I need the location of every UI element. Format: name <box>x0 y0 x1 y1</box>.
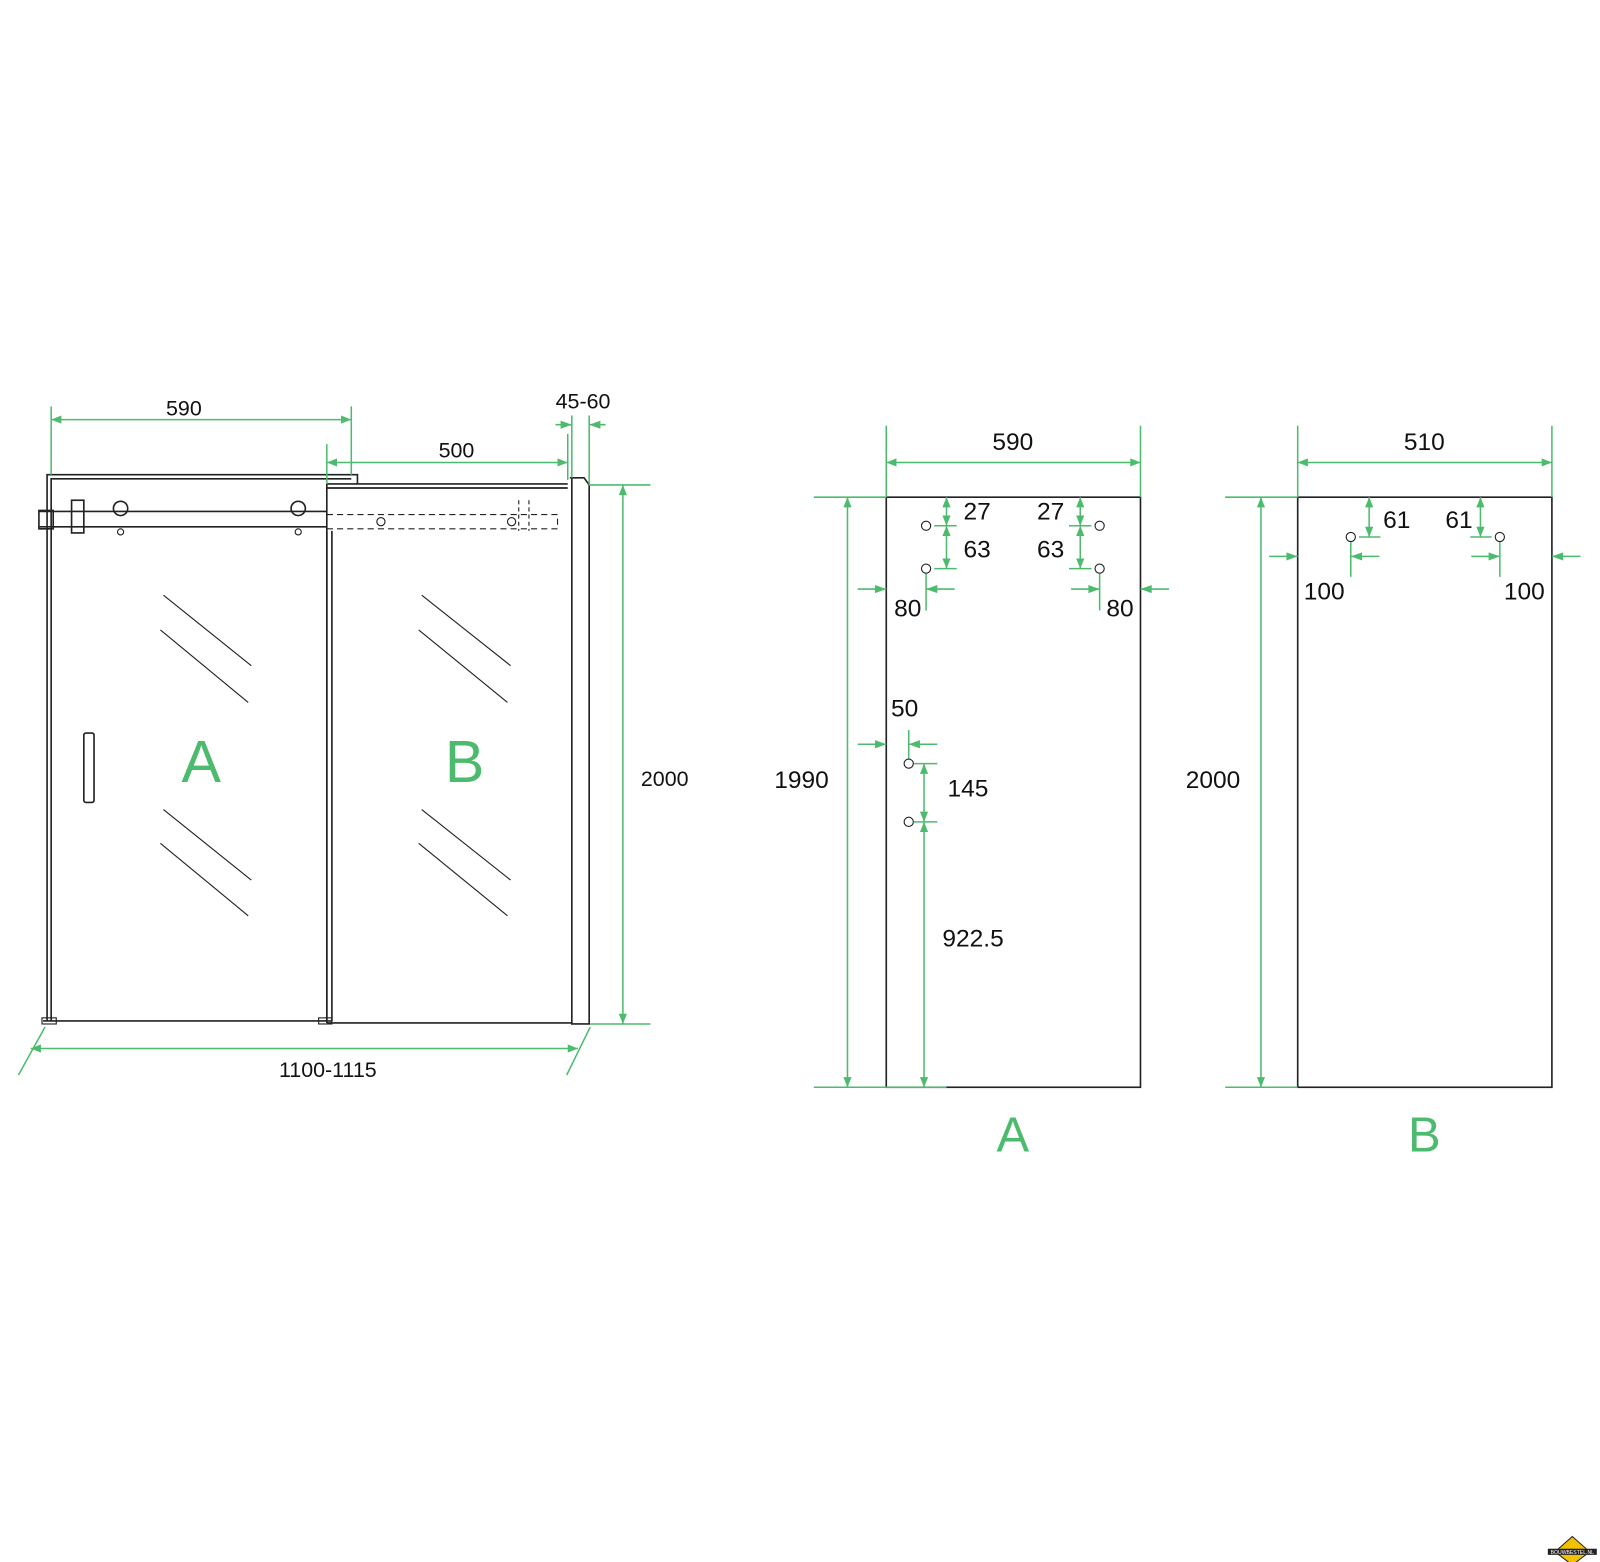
dim-height-label: 2000 <box>641 767 689 791</box>
panel-a-handle-spacing: 145 <box>947 775 988 802</box>
panel-b-detail: 510 2000 61 61 100 100 B <box>1186 425 1581 1163</box>
panel-a-edge-offset-left: 80 <box>894 596 921 623</box>
panel-b-edge-offset-right: 100 <box>1504 578 1545 605</box>
panel-b-hole-left <box>1345 531 1356 543</box>
panel-a-handle-edge-offset: 50 <box>891 696 918 723</box>
overview-drawing: A B 590 500 45-60 2000 1100-1115 <box>17 389 689 1082</box>
panel-b-title: B <box>1408 1109 1441 1163</box>
panel-b-hole-right <box>1494 531 1505 543</box>
panel-a-title: A <box>997 1109 1030 1163</box>
dimension-height: 2000 <box>589 484 689 1025</box>
panel-a-holes <box>903 520 1105 827</box>
dimension-total-width: 1100-1115 <box>17 1026 591 1082</box>
dimension-b-width: 500 <box>326 433 569 484</box>
panel-a-detail: 590 1990 27 63 27 63 80 80 50 145 922.5 … <box>774 425 1170 1163</box>
dim-a-width-label: 590 <box>166 397 202 421</box>
dimension-a-width: 590 <box>50 397 353 475</box>
dimension-wall-profile: 45-60 <box>555 389 611 485</box>
panel-b-edge-offset-left: 100 <box>1304 578 1345 605</box>
panel-a-handle-bottom-offset: 922.5 <box>942 925 1003 952</box>
panel-b-outline <box>1296 496 1553 1089</box>
sliding-rail <box>38 499 559 536</box>
panel-a-height-label: 1990 <box>774 767 829 794</box>
panel-a-edge-offset-right: 80 <box>1106 596 1133 623</box>
wall-profile <box>569 476 590 1025</box>
panel-a-width-label: 590 <box>992 429 1033 456</box>
glass-reflection-lines <box>160 594 511 917</box>
brand-logo: BOUWBESTEL.NL <box>1547 1535 1597 1562</box>
panel-b-width-label: 510 <box>1404 429 1445 456</box>
panel-b-label: B <box>445 728 485 795</box>
logo-text: BOUWBESTEL.NL <box>1551 1550 1594 1556</box>
panel-b-frame <box>325 483 572 1024</box>
panel-a-top-offset-right: 27 <box>1037 499 1064 526</box>
panel-a-hole-spacing-right: 63 <box>1037 536 1064 563</box>
panel-a-hole-spacing-left: 63 <box>963 536 990 563</box>
panel-b-top-offset-left: 61 <box>1383 507 1410 534</box>
panel-a-top-offset-left: 27 <box>963 499 990 526</box>
panel-a-outline <box>885 496 1142 1089</box>
dim-b-width-label: 500 <box>439 438 475 462</box>
door-handle <box>83 732 95 804</box>
panel-b-top-offset-right: 61 <box>1445 507 1472 534</box>
panel-a-label: A <box>181 728 221 795</box>
dim-wall-profile-label: 45-60 <box>556 389 611 413</box>
panel-b-height-label: 2000 <box>1186 767 1241 794</box>
dim-total-width-label: 1100-1115 <box>279 1058 377 1082</box>
